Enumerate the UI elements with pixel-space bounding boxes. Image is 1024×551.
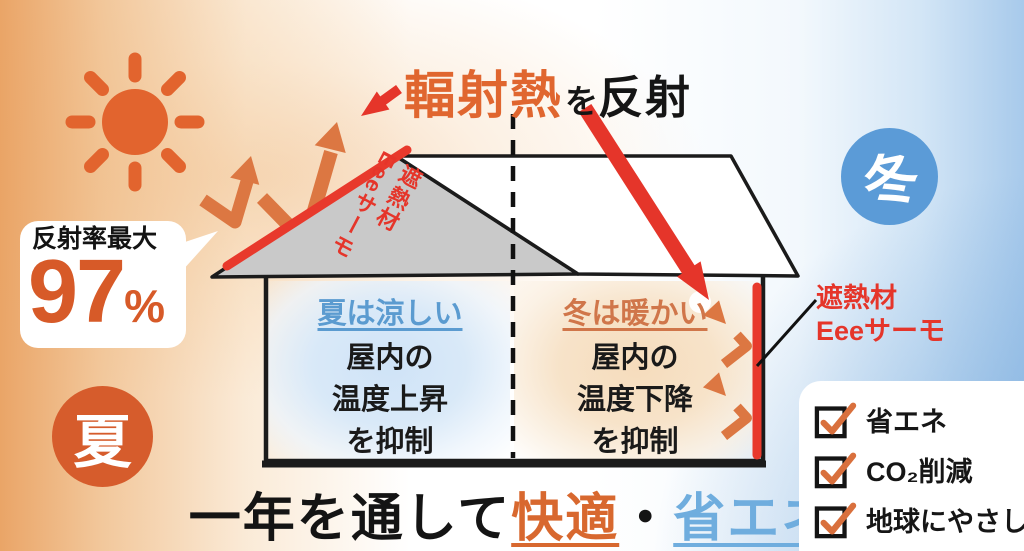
- winter-badge: 冬: [841, 128, 938, 225]
- footer-comfort: 快適: [511, 490, 620, 548]
- reflectance-label: 反射率最大: [32, 225, 158, 253]
- benefit-label: 地球にやさしい: [866, 506, 1024, 537]
- benefit-label: 省エネ: [866, 406, 947, 437]
- summer-badge: 夏: [52, 386, 153, 487]
- roof-shield-label: 遮熱材 Eeeサーモ: [324, 147, 426, 263]
- shield-pointer-line: [755, 299, 818, 367]
- wall-shield-label: 遮熱材 Eeeサーモ: [816, 282, 945, 348]
- benefit-item: 地球にやさしい: [812, 498, 1024, 540]
- benefit-item: 省エネ: [812, 398, 1024, 440]
- checkbox-checked-icon: [814, 402, 857, 439]
- wall-shield-label-line1: 遮熱材: [816, 283, 897, 313]
- footer-prefix: 一年を通して: [188, 490, 512, 548]
- reflection-arrows: [199, 122, 346, 249]
- winter-room-line: を抑制: [591, 426, 679, 458]
- checkbox-checked-icon: [814, 502, 857, 539]
- reflection-arrow-small: [199, 156, 260, 229]
- winter-room-heading: 冬は暖かい: [562, 298, 708, 330]
- summer-room-heading: 夏は涼しい: [317, 298, 463, 330]
- reflect-direction-arrow: [361, 84, 402, 116]
- winter-room-line: 屋内の: [591, 342, 679, 374]
- reflectance-value: 97%: [28, 247, 165, 337]
- summer-room-line: 温度上昇: [331, 384, 448, 416]
- summer-room-line: 屋内の: [346, 342, 434, 374]
- title-rest: 反射: [598, 72, 693, 123]
- summer-room-line: を抑制: [346, 426, 434, 458]
- roof-front-face: [394, 154, 800, 278]
- winter-badge-label: 冬: [856, 143, 925, 218]
- summer-badge-label: 夏: [73, 409, 132, 475]
- title-particle: を: [565, 83, 599, 120]
- checkbox-checked-icon: [814, 452, 857, 489]
- winter-room-line: 温度下降: [576, 384, 693, 416]
- reflectance-unit: %: [124, 280, 166, 332]
- benefits-panel: 省エネ CO₂削減 地球にやさしい: [799, 381, 1024, 551]
- benefit-item: CO₂削減: [812, 448, 1024, 490]
- footer-separator: ・: [619, 490, 674, 548]
- title-highlight: 輻射熱: [404, 67, 564, 124]
- sun-icon: [65, 52, 205, 192]
- wall-shield-label-line2: Eeeサーモ: [816, 316, 946, 346]
- summer-room-text: 夏は涼しい 屋内の 温度上昇 を抑制: [270, 293, 510, 463]
- benefit-label: CO₂削減: [866, 456, 973, 487]
- roof: [210, 154, 800, 279]
- main-title: 輻射熱を反射: [404, 54, 692, 128]
- reflectance-number: 97: [28, 242, 126, 342]
- winter-room-text: 冬は暖かい 屋内の 温度下降 を抑制: [515, 293, 755, 463]
